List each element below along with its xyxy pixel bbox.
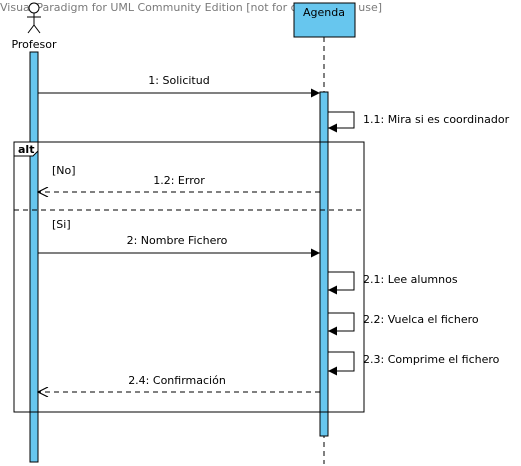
message-arrow (328, 351, 355, 376)
message-lee-alumnos[interactable]: 2.1: Lee alumnos (328, 271, 458, 295)
message-arrow (328, 312, 355, 336)
message-label: 2.2: Vuelca el fichero (363, 313, 479, 326)
actor-profesor[interactable]: Profesor (11, 2, 57, 51)
message-error[interactable]: 1.2: Error (38, 174, 320, 192)
stick-figure-actor-icon (27, 2, 41, 34)
fragment-operator-tab (13, 141, 39, 157)
object-agenda[interactable]: Agenda (293, 2, 356, 38)
message-arrow (328, 271, 355, 295)
message-label: 1.2: Error (153, 174, 205, 187)
alt-fragment[interactable]: alt [No] [Si] (13, 141, 365, 413)
object-box (293, 2, 356, 38)
message-label: 2.3: Comprime el fichero (363, 353, 500, 366)
message-label: 2.4: Confirmación (128, 374, 226, 387)
guard-si: [Si] (52, 218, 71, 231)
message-comprime-fichero[interactable]: 2.3: Comprime el fichero (328, 351, 500, 376)
fragment-frame (13, 141, 365, 413)
message-label: 2.1: Lee alumnos (363, 273, 458, 286)
actor-name: Profesor (11, 38, 57, 51)
message-confirmacion[interactable]: 2.4: Confirmación (38, 374, 320, 392)
watermark-text: Visual Paradigm for UML Community Editio… (0, 1, 382, 14)
message-label: 2: Nombre Fichero (127, 234, 228, 247)
message-vuelca-fichero[interactable]: 2.2: Vuelca el fichero (328, 312, 479, 336)
activation-bar-profesor (29, 51, 39, 463)
guard-no: [No] (52, 164, 76, 177)
message-arrow (328, 111, 355, 133)
activation-bar-agenda (319, 91, 329, 437)
message-label: 1.1: Mira si es coordinador (363, 113, 510, 126)
message-solicitud[interactable]: 1: Solicitud (38, 74, 320, 98)
message-label: 1: Solicitud (148, 74, 209, 87)
message-mira-coordinador[interactable]: 1.1: Mira si es coordinador (328, 111, 510, 133)
message-nombre-fichero[interactable]: 2: Nombre Fichero (38, 234, 320, 258)
fragment-operator-label: alt (18, 143, 34, 156)
object-name: Agenda (303, 6, 345, 19)
